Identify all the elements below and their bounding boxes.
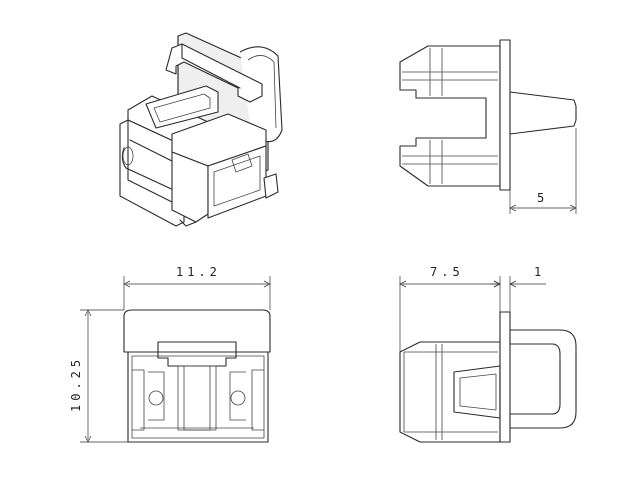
bottom-side-view: 7.5 1	[399, 265, 577, 443]
front-view: 11.2 10.25	[69, 265, 271, 443]
dim-height: 10.25	[69, 356, 83, 412]
side-view: 5	[399, 39, 577, 214]
dim-right-protrusion: 5	[537, 191, 548, 205]
dim-width: 11.2	[176, 265, 221, 279]
dim-flange: 1	[534, 265, 545, 279]
dim-depth: 7.5	[430, 265, 464, 279]
isometric-view	[119, 32, 283, 227]
